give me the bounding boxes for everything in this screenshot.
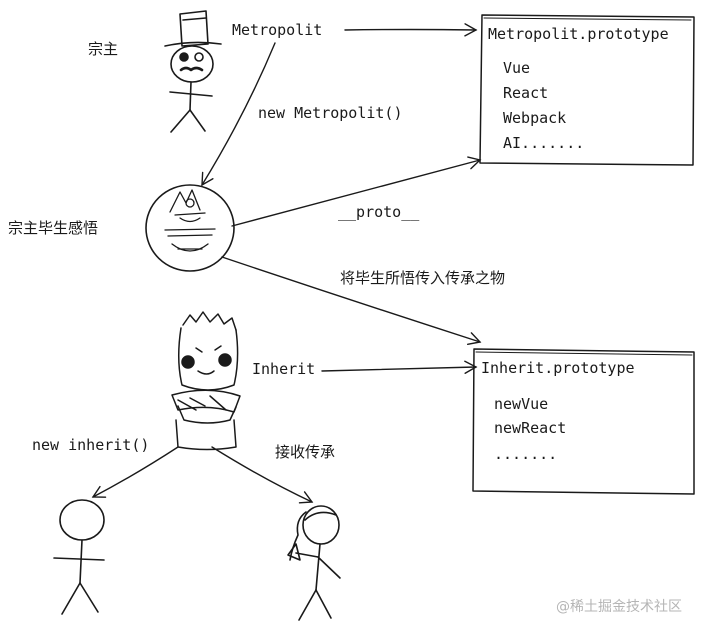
arrow-new-metropolit	[201, 42, 276, 187]
arrow-inherit-to-prototype	[321, 360, 478, 374]
arrow-new-inherit	[91, 446, 179, 498]
inherit-item-newreact: newReact	[494, 419, 566, 437]
inherit-item-dots: .......	[494, 445, 557, 463]
master-figure	[164, 10, 222, 133]
label-metropolit: Metropolit	[232, 21, 322, 39]
child-figure-right	[287, 505, 341, 621]
label-jieshou: 接收传承	[275, 443, 335, 461]
child-figure-left	[53, 499, 105, 615]
inherit-item-newvue: newVue	[494, 395, 548, 413]
arrow-wisdom-to-inherit	[221, 256, 482, 346]
label-proto: __proto__	[338, 203, 420, 221]
metropolit-item-vue: Vue	[503, 59, 530, 77]
master-head	[170, 45, 214, 83]
label-inherit: Inherit	[252, 360, 315, 378]
label-chuanru: 将毕生所悟传入传承之物	[340, 269, 505, 287]
label-zongzhu: 宗主	[88, 40, 118, 58]
label-ganwu: 宗主毕生感悟	[8, 219, 98, 237]
label-new-inherit: new inherit()	[32, 436, 149, 454]
metropolit-prototype-box: Metropolit.prototype Vue React Webpack A…	[479, 14, 695, 166]
arrow-receive-inheritance	[211, 446, 314, 504]
watermark: @稀土掘金技术社区	[556, 599, 682, 615]
metropolit-prototype-title: Metropolit.prototype	[488, 25, 669, 43]
metropolit-item-ai: AI.......	[503, 134, 584, 152]
label-new-metropolit: new Metropolit()	[258, 104, 403, 122]
emblem-icon	[164, 189, 216, 252]
ponytail-icon	[289, 511, 307, 561]
inherit-prototype-box: Inherit.prototype newVue newReact ......…	[472, 348, 695, 495]
groot-vessel	[171, 311, 241, 451]
metropolit-item-webpack: Webpack	[503, 109, 566, 127]
arrow-proto	[231, 156, 482, 227]
top-hat-icon	[164, 10, 222, 47]
metropolit-item-react: React	[503, 84, 548, 102]
inherit-prototype-title: Inherit.prototype	[481, 359, 635, 377]
arrow-metropolit-to-prototype	[344, 23, 478, 37]
wisdom-emblem	[145, 184, 235, 272]
